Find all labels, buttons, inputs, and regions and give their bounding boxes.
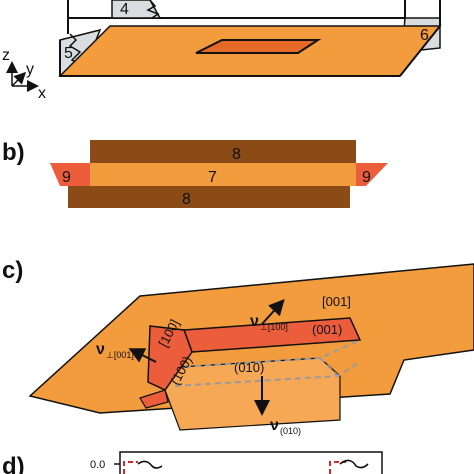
curve-right [339,459,369,469]
nu-010-symbol: ν [270,417,279,434]
nu-perp-100-symbol: ν [250,313,259,330]
plane-100-face [147,325,193,391]
label-8-top: 8 [232,146,241,163]
nu-perp-001-subscript: ⊥[001] [106,350,134,360]
panel-a: 4 5 6 z y x [2,0,442,102]
curve-left [137,460,163,469]
plane-lower-strip [139,389,169,409]
region-6-label: 6 [420,27,429,44]
nu-perp-001-symbol: ν [96,341,105,358]
plot-frame [119,451,383,474]
plane-010-label: (010) [234,360,264,375]
plane-001-label: (001) [312,322,342,337]
y-tick-label: 0.0 [90,459,105,471]
crack-opening [195,39,322,54]
nu-perp-100-subscript: ⊥[100] [260,322,288,332]
panel-b: b) 8 7 8 9 9 [2,139,388,208]
normal-perp-001-arrow [128,348,157,363]
red-dashed-left [123,461,138,474]
axis-y-label: y [26,61,34,78]
label-9-right: 9 [362,169,371,186]
box-edge-front-right [399,25,441,77]
panel-d: d) 0.0 [2,451,383,474]
panel-b-letter: b) [2,139,25,166]
direction-001-label: [001] [322,294,351,309]
hidden-edge-side [319,357,339,377]
label-9-left: 9 [62,169,71,186]
layer-7 [90,163,356,186]
axis-x-label: x [38,85,46,102]
axis-triad: z y x [2,47,46,102]
y-axis-arrow [11,71,27,87]
axis-z-label: z [2,47,10,64]
layer-8-bottom [68,186,350,208]
panel-c: c) [001] (001) (010) [100] (100) ν ⊥[100… [2,257,474,436]
normal-perp-100-arrow [261,299,285,325]
nu-010-subscript: (010) [280,426,301,436]
label-7: 7 [208,169,217,186]
panel-c-letter: c) [2,257,23,284]
red-dashed-right [329,461,346,474]
region-4-label: 4 [120,1,129,18]
label-8-bottom: 8 [182,191,191,208]
layer-8-top [90,140,356,163]
region-5-label: 5 [64,45,73,62]
crack-4 [146,0,160,19]
panel-d-letter: d) [2,453,25,474]
region-4-face [111,0,162,19]
